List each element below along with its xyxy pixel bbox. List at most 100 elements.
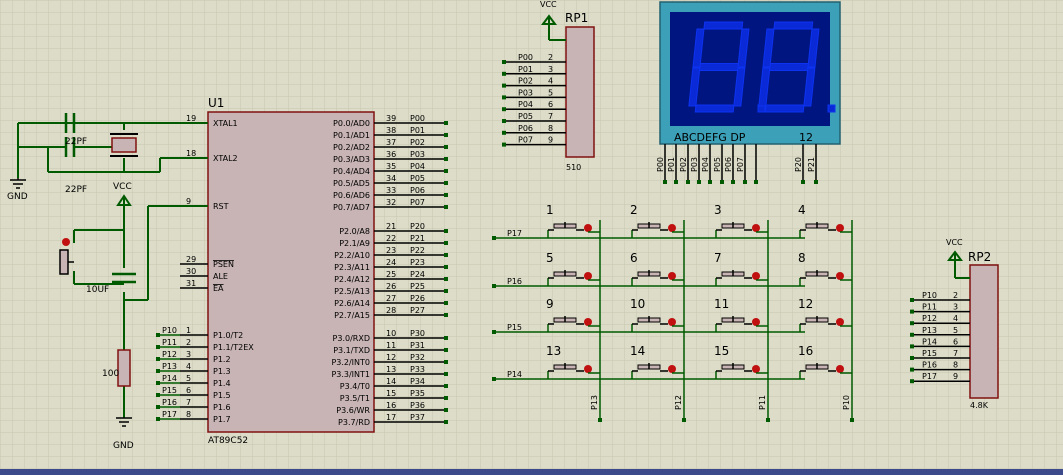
pin-number: 24 [386,258,396,267]
net-label: P01 [410,126,425,135]
pin-number: 10 [386,329,396,338]
net-terminal [708,180,712,184]
net-terminal [444,313,448,317]
net-terminal [502,60,506,64]
net-terminal [502,71,506,76]
pin-number: 36 [386,150,396,159]
pin-name: P3.6/WR [336,406,370,415]
pin-number: 2 [186,338,191,347]
c2-value: 22PF [65,185,87,195]
pin-name: P0.3/AD3 [333,155,370,164]
net-label: P01 [667,157,676,172]
pin-name: P2.6/A14 [334,299,370,308]
pin-number: 9 [953,372,958,381]
net-label: P07 [736,157,745,172]
rp1-body[interactable] [565,26,595,158]
pin-number: 25 [386,270,396,279]
pin-number: 19 [186,114,196,123]
crystal-icon [110,133,138,157]
pin-number: 17 [386,413,396,422]
display-pin-P01: P01 [667,144,678,184]
net-label: P20 [410,222,425,231]
rp2-body[interactable] [969,264,999,399]
net-terminal [801,180,805,184]
net-label: P17 [507,229,522,238]
net-terminal [910,344,914,349]
segment-bar [807,28,820,68]
key-label: 4 [798,203,806,217]
keypad-key-15: 15 [714,344,768,379]
net-label: P25 [410,282,425,291]
net-label: P37 [410,413,425,422]
net-label: P26 [410,294,425,303]
net-label: P06 [410,186,425,195]
pin-number: 5 [186,374,191,383]
net-terminal [444,181,448,185]
key-label: 8 [798,251,806,265]
keypad-col-P12: P12 [674,220,686,422]
pin-number: 4 [186,362,191,371]
r1-value: 100 [102,369,119,379]
display-pin-P06: P06 [724,144,735,184]
key-label: 2 [630,203,638,217]
pin-name: P1.3 [213,367,231,376]
pin-name: P2.3/A11 [334,263,370,272]
pin-name: P3.1/TXD [333,346,370,355]
u1-body[interactable] [207,111,375,433]
net-terminal [502,83,506,88]
net-terminal [156,369,160,373]
net-label: P03 [518,88,533,97]
key-terminal-icon [668,318,676,326]
rp2-value: 4.8K [970,401,989,410]
display-pin-P21: P21 [807,144,818,184]
pin-name: P2.7/A15 [334,311,370,320]
net-terminal [444,169,448,173]
key-terminal-icon [584,365,592,373]
resistor-r1 [117,349,131,387]
net-terminal [743,180,747,184]
net-terminal [766,418,770,422]
net-label: P27 [410,306,425,315]
key-label: 16 [798,344,813,358]
keypad-row-P17: P17 [492,229,805,240]
vcc-label-3: VCC [946,238,963,247]
keypad-key-6: 6 [630,251,684,286]
net-label: P04 [410,162,425,171]
pin-name: XTAL2 [213,154,238,163]
net-label: P02 [518,77,533,86]
net-label: P16 [507,277,522,286]
net-terminal [663,180,667,184]
net-terminal [754,180,758,184]
keypad-key-3: 3 [714,203,768,238]
net-terminal [910,379,914,384]
key-label: 11 [714,297,729,311]
keypad-key-16: 16 [798,344,852,379]
net-label: P02 [410,138,425,147]
key-label: 10 [630,297,645,311]
net-terminal [910,367,914,372]
net-label: P00 [410,114,425,123]
gnd-label-2: GND [113,441,134,451]
key-label: 1 [546,203,554,217]
net-terminal [444,145,448,149]
net-label: P05 [410,174,425,183]
keypad-key-1: 1 [546,203,600,238]
